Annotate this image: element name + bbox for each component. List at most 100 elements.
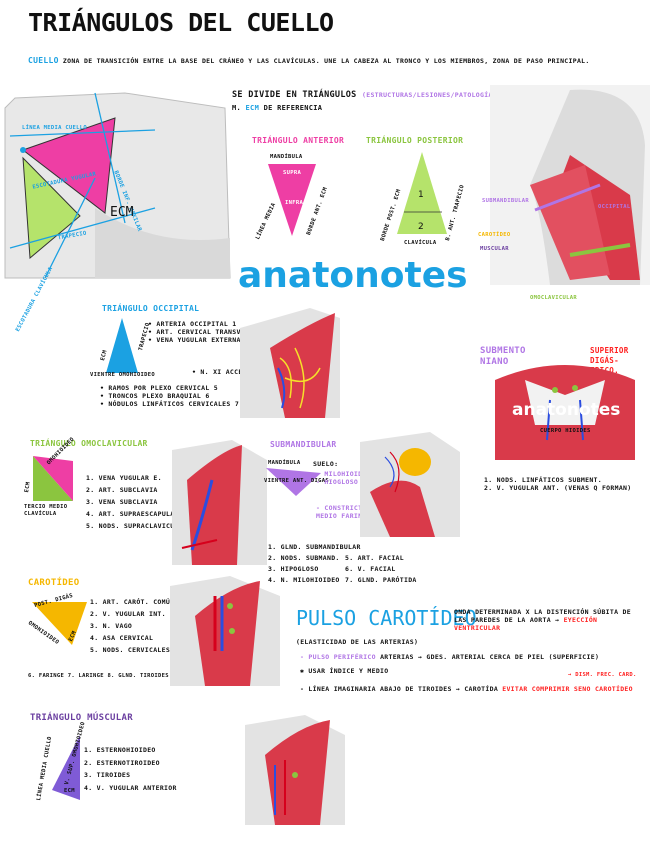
submentoniano-title-2: NIANO	[480, 357, 509, 367]
occipital-item: • N. XI ACCESORIO 4	[192, 368, 273, 376]
carotideo-title: CAROTÍDEO	[28, 578, 80, 588]
omoclavicular-item: 3. VENA SUBCLAVIA	[86, 498, 158, 506]
posterior-title: TRIÁNGULO POSTERIOR	[366, 136, 464, 145]
posterior-n1: 1	[418, 190, 424, 200]
posterior-n2: 2	[418, 222, 424, 232]
label-ecm: ECM	[110, 205, 134, 220]
overview-posterior-triangle	[22, 156, 81, 260]
occipital-anatomy-image	[240, 308, 340, 418]
occipital-title: TRIÁNGULO OCCIPITAL	[102, 304, 200, 313]
muscular-item: 3. TIROIDES	[84, 771, 131, 779]
submandibular-item: 2. NODS. SUBMAND.	[268, 554, 340, 562]
pulso-line-4: → DISM. FREC. CARD.	[568, 672, 637, 678]
carotideo-item: 5. NODS. CERVICALES PROFUNDOS	[90, 646, 213, 654]
divide-suffix: DE REFERENCIA	[263, 104, 323, 112]
carotideo-extra: 6. FARINGE 7. LARINGE 8. GLND. TIROIDES	[28, 673, 169, 679]
omoclavicular-anatomy-image	[172, 440, 267, 565]
submentoniano-item: 1. NODS. LINFÁTICOS SUBMENT.	[484, 476, 602, 484]
divide-line-1: SE DIVIDE EN TRIÁNGULOS (ESTRUCTURAS/LES…	[232, 90, 501, 100]
submentoniano-list: 1. NODS. LINFÁTICOS SUBMENT. 2. V. YUGUL…	[484, 476, 631, 492]
pulso-definition: ONDA DETERMINADA X LA DISTENCIÓN SÚBITA …	[454, 608, 639, 632]
occipital-item: • ARTERIA OCCIPITAL 1	[148, 320, 237, 328]
omoclavicular-list: 1. VENA YUGULAR E. 2. ART. SUBCLAVIA 3. …	[86, 472, 196, 532]
carotideo-item: 2. V. YUGULAR INT.	[90, 610, 166, 618]
submentoniano-brand: anatonotes	[512, 400, 621, 420]
pulso-elasticidad: (ELASTICIDAD DE LAS ARTERIAS)	[296, 638, 419, 646]
muscular-tri-label-3: ECM	[64, 788, 75, 794]
submandibular-suelo-item: - HIOGLOSO	[316, 478, 359, 486]
muscular-item: 1. ESTERNOHIOIDEO	[84, 746, 156, 754]
omoclavicular-item: 2. ART. SUBCLAVIA	[86, 486, 158, 494]
omoclavicular-title: TRIÁNGULO OMOCLAVICULAR	[30, 439, 148, 448]
overview-blue-line-1	[9, 129, 156, 137]
omoclavicular-item: 4. ART. SUPRAESCAPULAR	[86, 510, 179, 518]
submentoniano-title-1: SUBMENTO	[480, 346, 526, 356]
submandibular-suelo-item: - MILOHIOIDEO	[316, 470, 371, 478]
right-label-omoclavicular: OMOCLAVICULAR	[530, 295, 577, 301]
anterior-inner-label: SUPRA	[283, 170, 302, 176]
occipital-triangle-diagram	[106, 318, 138, 373]
carotideo-item: 3. N. VAGO	[90, 622, 133, 630]
omoclavicular-triangle-diagram	[33, 456, 73, 501]
pulso-line-1-blue: - PULSO PERIFÉRICO	[300, 653, 376, 661]
pulso-line-3: - LÍNEA IMAGINARIA ABAJO DE TIROIDES → C…	[300, 685, 633, 693]
submandibular-suelo-list: - MILOHIOIDEO - HIOGLOSO	[316, 470, 371, 486]
omoclavicular-label-clavicula: TERCIO MEDIO CLAVÍCULA	[24, 504, 68, 517]
divide-ecm: ECM	[245, 104, 260, 112]
muscular-triangle-diagram	[52, 735, 80, 800]
page-title: TRIÁNGULOS DEL CUELLO	[28, 8, 334, 37]
muscular-title: TRIÁNGULO MÚSCULAR	[30, 713, 133, 723]
overview-shoulder	[95, 208, 230, 278]
anterior-top-label: MANDÍBULA	[270, 154, 303, 160]
submandibular-suelo-item: - CONSTRICTOR MEDIO FARINGE	[316, 504, 371, 520]
muscular-anatomy-image	[245, 715, 345, 825]
divide-prefix: M.	[232, 104, 242, 112]
occipital-item: • RAMOS POR PLEXO CERVICAL 5	[100, 384, 218, 392]
overview-blue-line-2	[94, 92, 126, 224]
pulso-def-red: EYECCIÓN VENTRICULAR	[454, 616, 598, 632]
overview-blue-line-4	[44, 177, 96, 279]
carotideo-triangle-diagram	[32, 602, 87, 645]
divide-line-2: M. ECM DE REFERENCIA	[232, 104, 322, 112]
right-label-muscular: MUSCULAR	[480, 246, 509, 252]
intro: CUELLO ZONA DE TRANSICIÓN ENTRE LA BASE …	[28, 56, 638, 66]
submandibular-suelo: SUELO:	[313, 460, 339, 468]
carotideo-list: 1. ART. CARÓT. COMÚN 2. V. YUGULAR INT. …	[90, 596, 212, 656]
pulso-line-2: ✱ USAR ÍNDICE Y MEDIO	[300, 667, 389, 675]
submandibular-item: 5. ART. FACIAL	[345, 554, 404, 562]
divide-note: (ESTRUCTURAS/LESIONES/PATOLOGÍAS)	[362, 91, 502, 99]
intro-term: CUELLO	[28, 56, 59, 65]
submandibular-item: 7. GLND. PARÓTIDA	[345, 576, 417, 584]
posterior-triangle-diagram	[397, 152, 447, 234]
pulso-line-3-red: EVITAR COMPRIMIR SENO CAROTÍDEO	[502, 685, 633, 693]
submandibular-anatomy-image	[360, 432, 460, 537]
muscular-item: 4. V. YUGULAR ANTERIOR	[84, 783, 177, 792]
occipital-item: • TRONCOS PLEXO BRAQUIAL 6	[100, 392, 210, 400]
anterior-triangle-diagram	[268, 164, 316, 236]
submandibular-item: 6. V. FACIAL	[345, 565, 396, 573]
omoclavicular-item: 1. VENA YUGULAR E.	[86, 474, 162, 482]
submentoniano-cuerpo: CUERPO HIOIDES	[540, 428, 591, 434]
muscular-list: 1. ESTERNOHIOIDEO 2. ESTERNOTIROIDEO 3. …	[84, 744, 177, 794]
pulso-line-3-text: - LÍNEA IMAGINARIA ABAJO DE TIROIDES → C…	[300, 685, 499, 693]
posterior-bottom-label: CLAVÍCULA	[404, 240, 437, 246]
occipital-vientre-label: VIENTRE OMOHIOIDEO	[90, 372, 156, 378]
carotideo-item: 1. ART. CARÓT. COMÚN	[90, 598, 175, 606]
submandibular-tri-label-2: VIENTRE ANT. DIGAS.	[264, 478, 333, 484]
submentoniano-anatomy-image	[495, 365, 635, 460]
label-linea-media: LÍNEA MEDIA CUELLO	[22, 125, 88, 131]
submandibular-list-right: 5. ART. FACIAL 6. V. FACIAL 7. GLND. PAR…	[345, 553, 417, 586]
submandibular-tri-label-1: MANDÍBULA	[268, 460, 301, 466]
anterior-title: TRIÁNGULO ANTERIOR	[252, 136, 345, 145]
overview-blue-line-3	[9, 207, 156, 249]
occipital-item: • VENA YUGULAR EXTERNA 3	[148, 336, 250, 344]
submandibular-item: 1. GLND. SUBMANDIBULAR	[268, 543, 361, 551]
pulso-title: PULSO CAROTÍDEO	[296, 606, 477, 630]
omoclavicular-item: 5. NODS. SUPRACLAVICULARES	[86, 522, 196, 530]
right-neck-anatomy-image	[490, 85, 650, 285]
muscular-item: 2. ESTERNOTIROIDEO	[84, 758, 160, 767]
submandibular-item: 4. N. MILOHIOIDEO	[268, 576, 340, 584]
right-label-submandibular: SUBMANDIBULAR	[482, 198, 529, 204]
submandibular-item: 3. HIPOGLOSO	[268, 565, 319, 573]
carotideo-item: 4. ASA CERVICAL	[90, 634, 154, 642]
